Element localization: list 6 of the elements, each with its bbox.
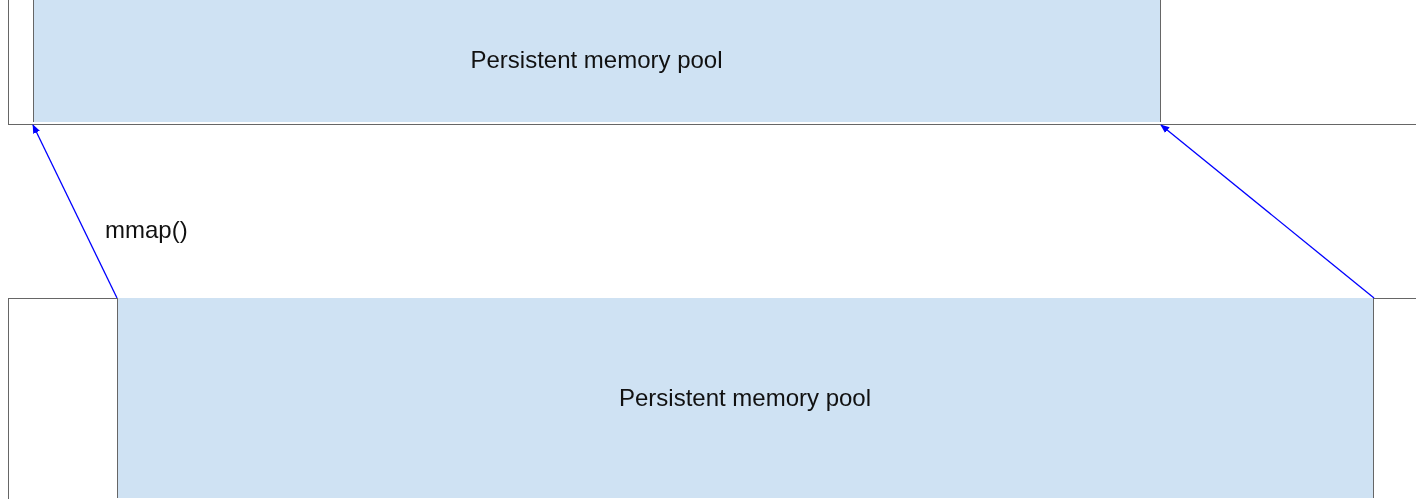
arrow — [1160, 124, 1375, 299]
memory-pool-box — [32, 0, 1161, 122]
arrow — [32, 124, 118, 299]
pool-label: Persistent memory pool — [618, 383, 872, 412]
pool-label: Persistent memory pool — [470, 45, 723, 74]
address-space-bar — [8, 0, 1416, 125]
